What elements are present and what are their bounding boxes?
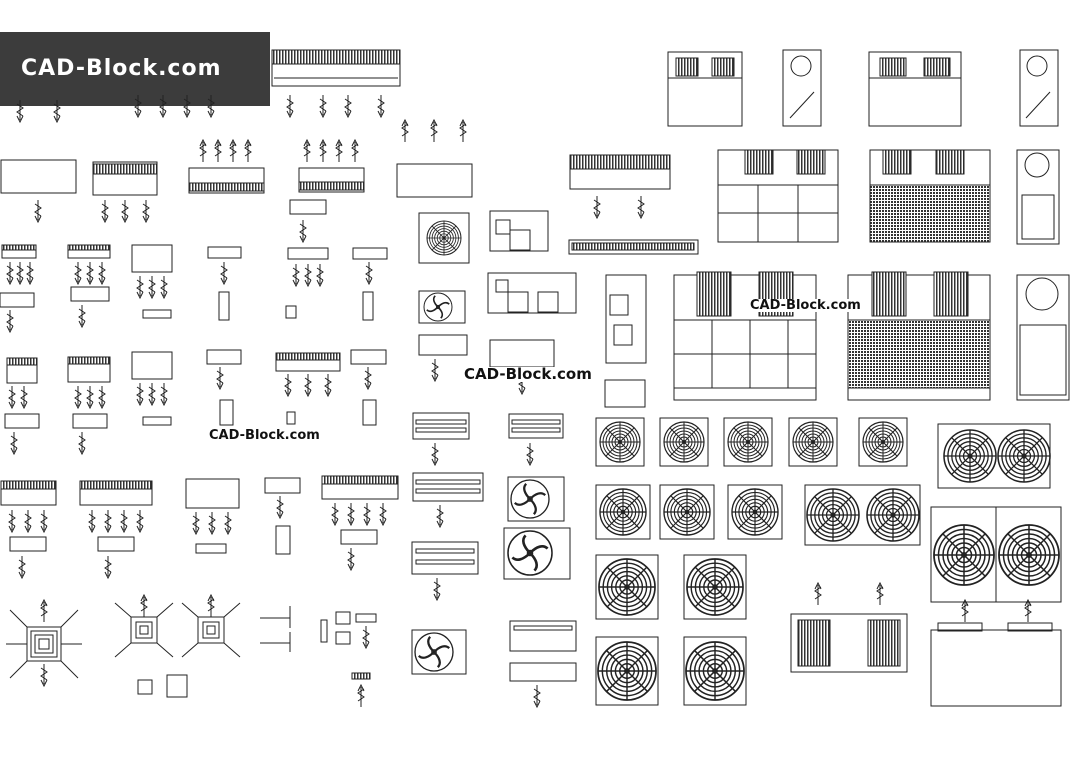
- site-logo: CAD-Block.com: [21, 56, 222, 81]
- watermark: CAD-Block.com: [464, 365, 592, 383]
- logo-banner: [0, 32, 270, 106]
- watermark: CAD-Block.com: [750, 298, 861, 313]
- watermark: CAD-Block.com: [209, 428, 320, 443]
